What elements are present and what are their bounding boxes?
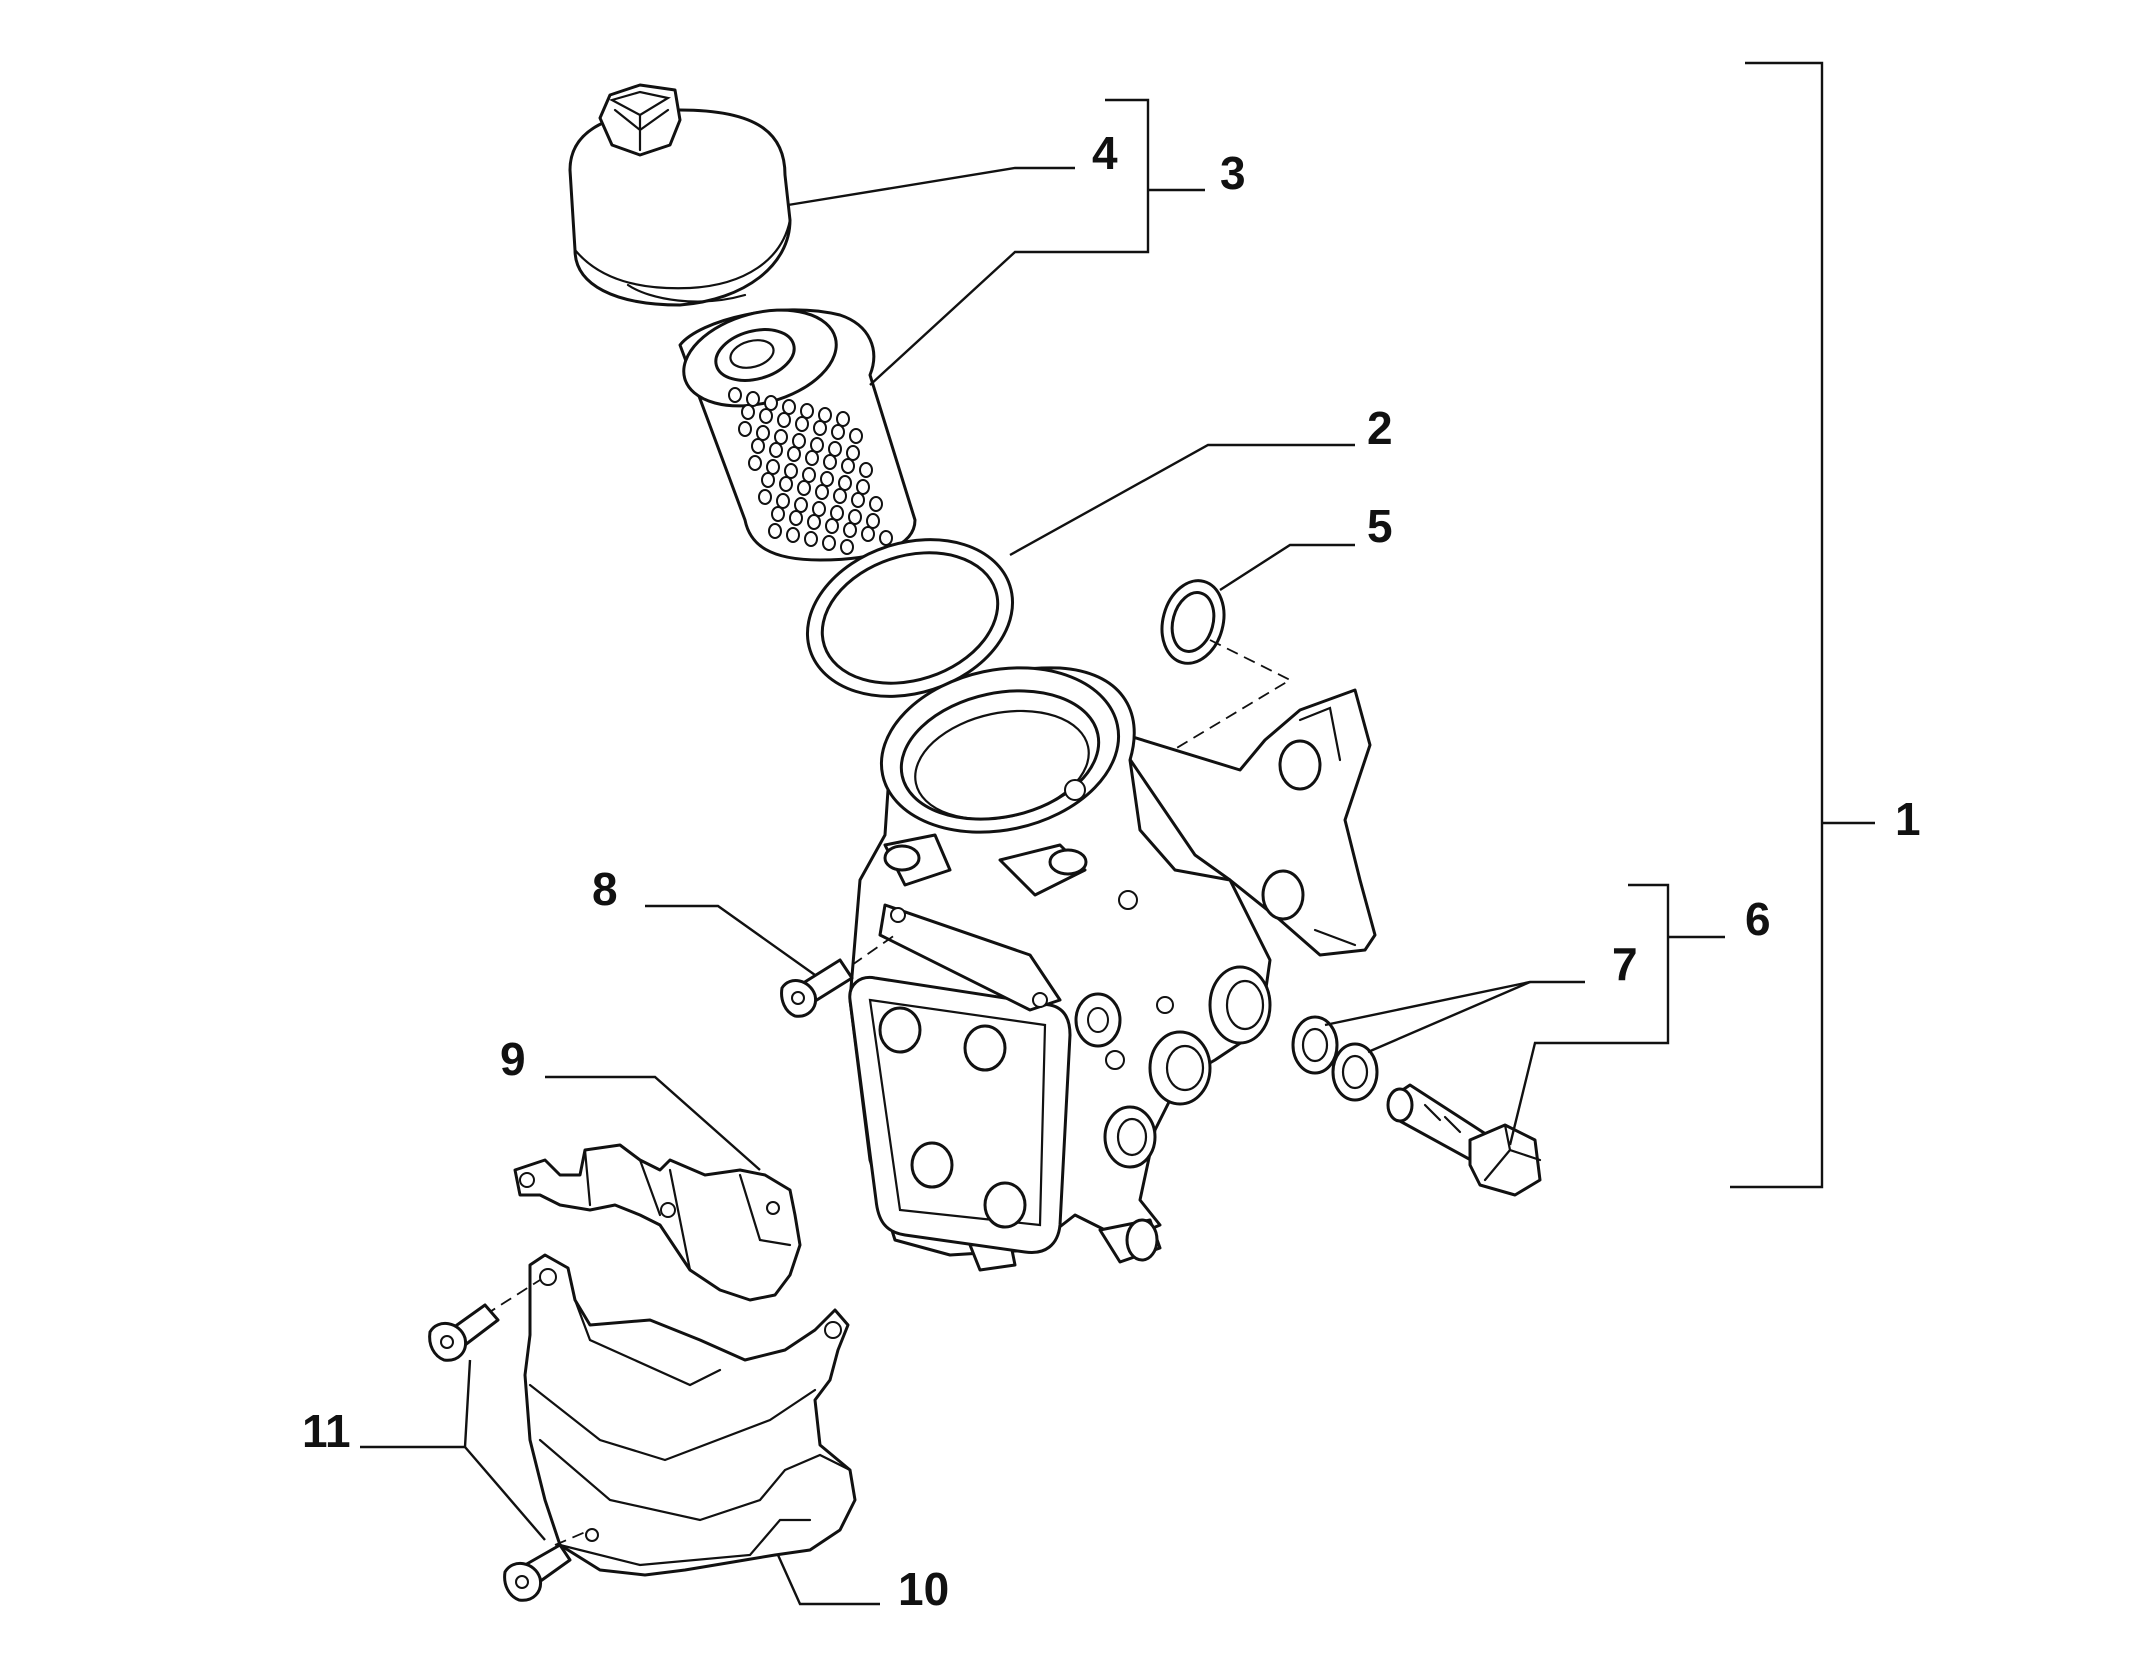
mesh-hole [771, 506, 785, 522]
filter-element[interactable] [673, 294, 917, 562]
mesh-hole [774, 429, 788, 445]
callout-3: 3 [1220, 147, 1246, 199]
mesh-hole [848, 509, 862, 525]
mesh-hole [818, 407, 832, 423]
mesh-hole [843, 522, 857, 538]
mesh-hole [748, 455, 762, 471]
mesh-hole [856, 479, 870, 495]
mesh-hole [838, 475, 852, 491]
mesh-hole [869, 496, 883, 512]
mesh-hole [820, 471, 834, 487]
mesh-hole [751, 438, 765, 454]
mesh-hole [836, 411, 850, 427]
callout-10: 10 [898, 1563, 949, 1615]
callout-5: 5 [1367, 500, 1393, 552]
mesh-hole [758, 489, 772, 505]
mesh-hole [859, 462, 873, 478]
mesh-hole [795, 416, 809, 432]
callout-8: 8 [592, 863, 618, 915]
mesh-hole [761, 472, 775, 488]
mesh-hole [813, 420, 827, 436]
mesh-hole [831, 424, 845, 440]
callout-4: 4 [1092, 127, 1118, 179]
mesh-hole [769, 442, 783, 458]
mesh-hole [802, 467, 816, 483]
mesh-hole [797, 480, 811, 496]
mesh-hole [822, 535, 836, 551]
mesh-hole [768, 523, 782, 539]
screw-11-lower[interactable] [503, 1543, 572, 1602]
callout-2: 2 [1367, 402, 1393, 454]
mesh-hole [746, 391, 760, 407]
mesh-hole [807, 514, 821, 530]
mesh-hole [825, 518, 839, 534]
bracket[interactable] [513, 1143, 802, 1302]
screw-11-upper[interactable] [428, 1303, 500, 1362]
mesh-hole [782, 399, 796, 415]
mesh-hole [805, 450, 819, 466]
mesh-hole [764, 395, 778, 411]
mesh-hole [784, 463, 798, 479]
mesh-hole [728, 387, 742, 403]
mesh-hole [786, 527, 800, 543]
mesh-hole [756, 425, 770, 441]
mesh-hole [846, 445, 860, 461]
oil-filter-housing-body[interactable] [848, 647, 1377, 1272]
mesh-hole [792, 433, 806, 449]
small-o-ring[interactable] [1153, 574, 1233, 671]
mesh-hole [810, 437, 824, 453]
callout-11: 11 [302, 1405, 351, 1457]
leader-lines [360, 61, 1875, 1606]
mesh-hole [776, 493, 790, 509]
mesh-hole [804, 531, 818, 547]
callout-6: 6 [1745, 893, 1771, 945]
mesh-hole [866, 513, 880, 529]
mesh-hole [879, 530, 893, 546]
dashed-assembly-line-11b [554, 1529, 591, 1546]
mesh-hole [787, 446, 801, 462]
mesh-hole [759, 408, 773, 424]
mesh-hole [815, 484, 829, 500]
banjo-bolt[interactable] [1386, 1083, 1542, 1197]
heat-shield[interactable] [523, 1253, 857, 1577]
callout-9: 9 [500, 1033, 526, 1085]
mesh-hole [794, 497, 808, 513]
mesh-hole [800, 403, 814, 419]
dashed-assembly-line-8 [851, 934, 896, 966]
callout-1: 1 [1895, 793, 1921, 845]
mesh-hole [861, 526, 875, 542]
mesh-hole [833, 488, 847, 504]
sealing-washers[interactable] [1291, 1015, 1379, 1102]
callout-7: 7 [1612, 938, 1638, 990]
mesh-hole [840, 539, 854, 555]
mesh-hole [779, 476, 793, 492]
filter-mesh-holes [728, 387, 893, 555]
filter-cap[interactable] [568, 83, 792, 307]
mesh-hole [741, 404, 755, 420]
large-o-ring[interactable] [787, 514, 1033, 722]
mesh-hole [849, 428, 863, 444]
mesh-hole [777, 412, 791, 428]
mesh-hole [828, 441, 842, 457]
mesh-hole [830, 505, 844, 521]
mesh-hole [789, 510, 803, 526]
dashed-assembly-line-11a [484, 1279, 541, 1316]
mesh-hole [738, 421, 752, 437]
bolt-8[interactable] [780, 958, 854, 1018]
mesh-hole [766, 459, 780, 475]
mesh-hole [823, 454, 837, 470]
mesh-hole [851, 492, 865, 508]
mesh-hole [812, 501, 826, 517]
mesh-hole [841, 458, 855, 474]
callout-labels: 1 2 3 4 5 6 7 8 9 10 11 [302, 127, 1921, 1615]
